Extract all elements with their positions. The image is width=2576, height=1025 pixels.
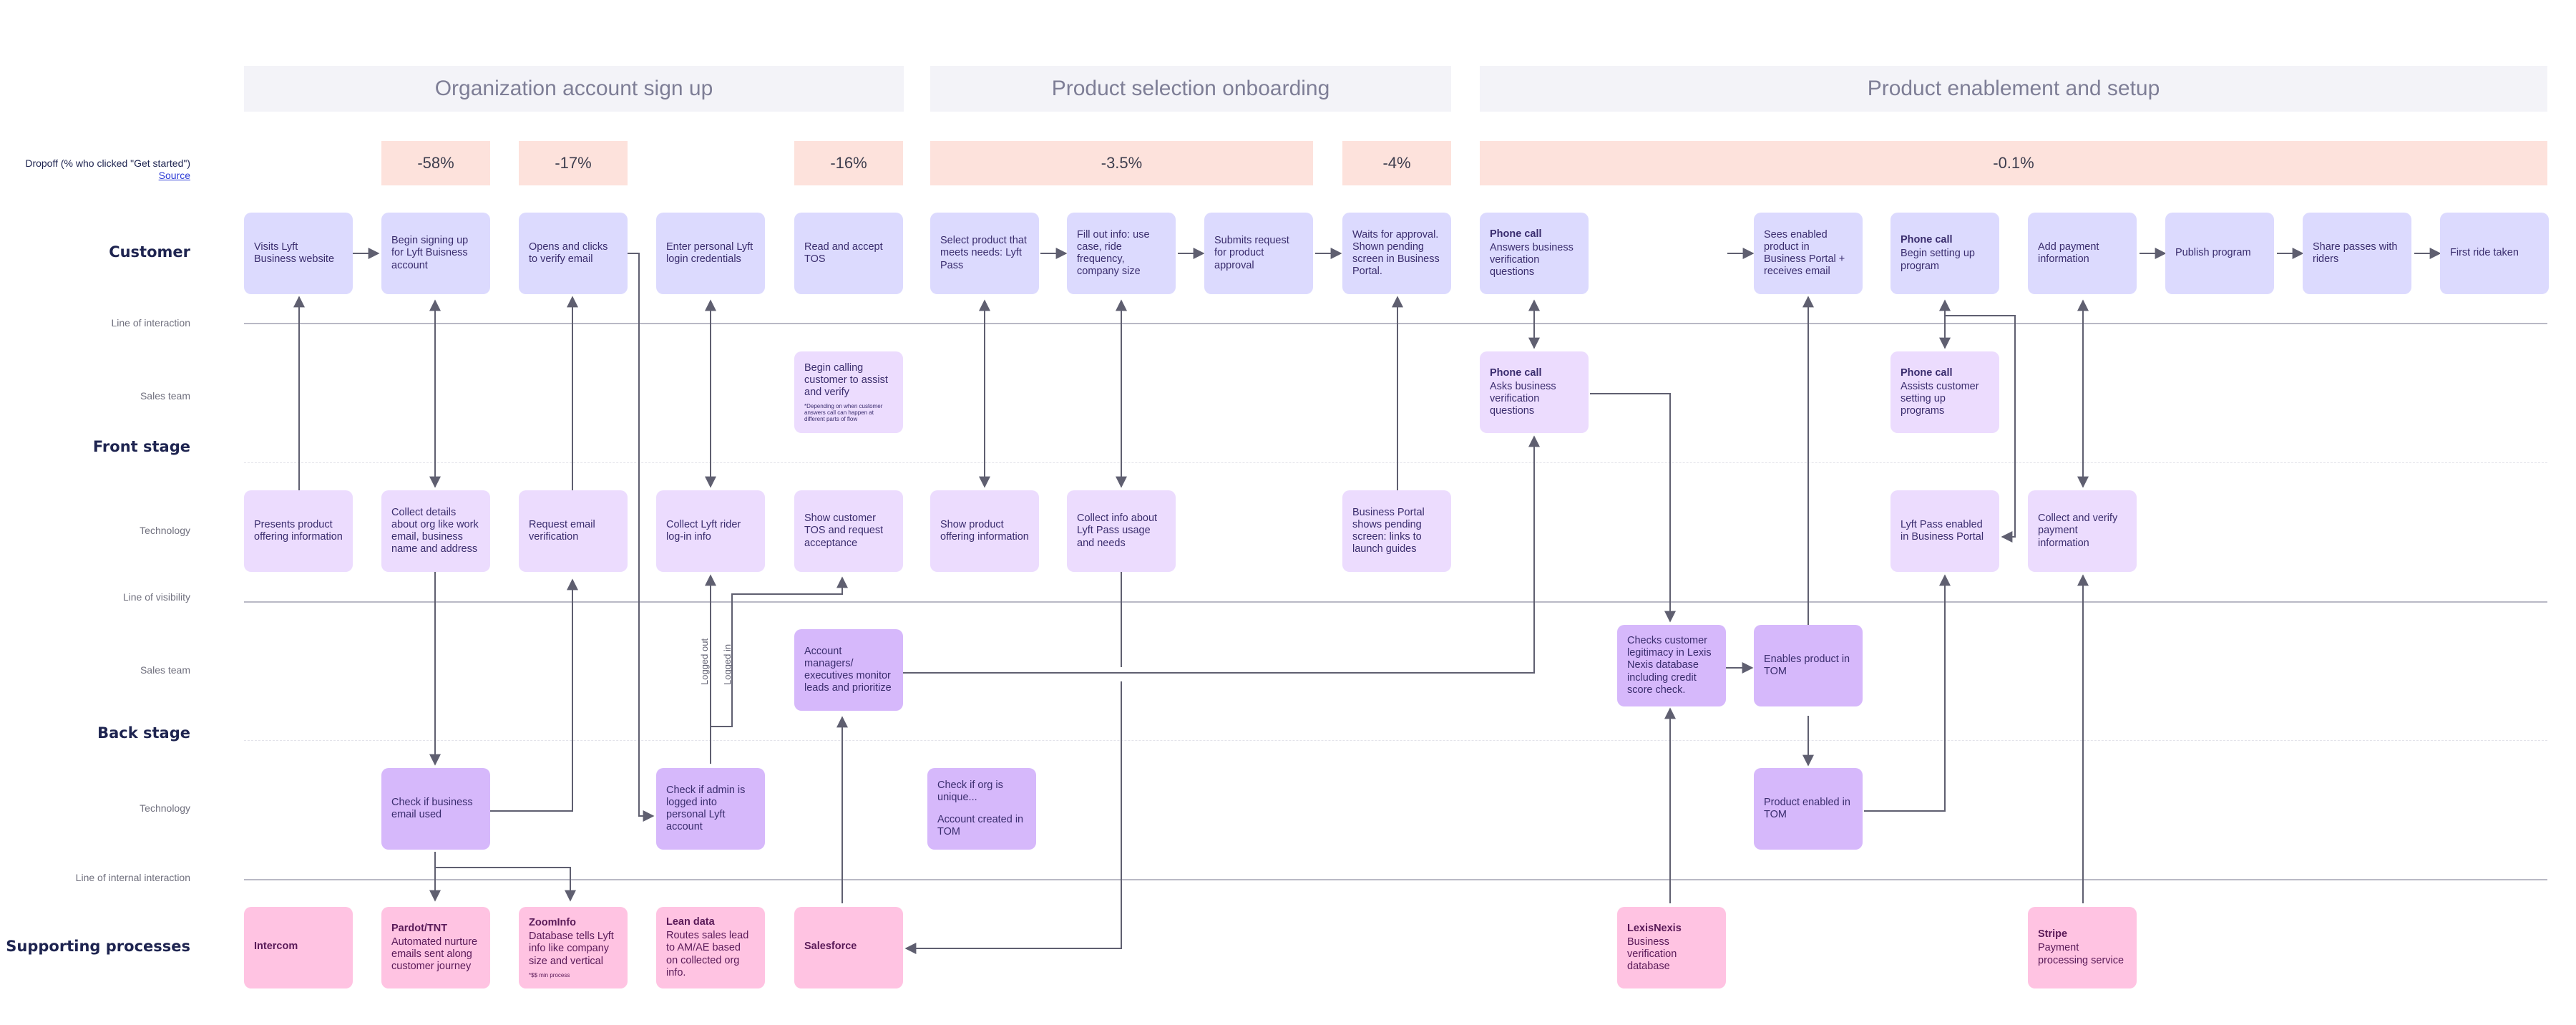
card-visits-website[interactable]: Visits Lyft Business website <box>244 213 353 294</box>
card-lyft-pass-enabled[interactable]: Lyft Pass enabled in Business Portal <box>1890 490 1999 572</box>
dropoff-label-text: Dropoff (% who clicked "Get started") <box>25 157 190 169</box>
card-lean-data[interactable]: Lean data Routes sales lead to AM/AE bas… <box>656 907 765 988</box>
logged-in-label: Logged in <box>722 643 733 685</box>
card-text: Asks business verification questions <box>1490 380 1556 417</box>
card-text: Check if org is unique... <box>937 779 1003 803</box>
card-checks-legitimacy[interactable]: Checks customer legitimacy in Lexis Nexi… <box>1617 625 1726 706</box>
card-presents-offering[interactable]: Presents product offering information <box>244 490 353 572</box>
dropoff-value: -16% <box>794 141 903 185</box>
line-label-visibility: Line of visibility <box>122 591 190 603</box>
dropoff-value: -3.5% <box>930 141 1313 185</box>
card-title: Phone call <box>1490 366 1542 379</box>
card-account-managers[interactable]: Account managers/ executives monitor lea… <box>794 629 903 711</box>
dropoff-label: Dropoff (% who clicked "Get started") So… <box>0 157 190 182</box>
card-read-tos[interactable]: Read and accept TOS <box>794 213 903 294</box>
card-title: Stripe <box>2038 928 2068 941</box>
card-check-org-unique[interactable]: Check if org is unique... Account create… <box>927 768 1036 850</box>
card-phone-call-asks[interactable]: Phone call Asks business verification qu… <box>1480 351 1589 433</box>
stage-divider <box>244 462 2547 463</box>
card-title: ZoomInfo <box>529 917 577 929</box>
card-title: Intercom <box>254 941 298 953</box>
line-of-visibility <box>244 601 2547 603</box>
card-text: Answers business verification questions <box>1490 241 1574 278</box>
card-show-tos[interactable]: Show customer TOS and request acceptance <box>794 490 903 572</box>
row-label-back-stage: Back stage <box>97 724 190 742</box>
dropoff-value: -0.1% <box>1480 141 2547 185</box>
card-show-product-offering[interactable]: Show product offering information <box>930 490 1039 572</box>
card-title: Phone call <box>1901 366 1953 379</box>
card-lexisnexis[interactable]: LexisNexis Business verification databas… <box>1617 907 1726 988</box>
card-title: Salesforce <box>804 941 857 953</box>
card-text: Begin calling customer to assist and ver… <box>804 361 888 398</box>
logged-out-label: Logged out <box>699 638 710 685</box>
card-check-admin-logged-in[interactable]: Check if admin is logged into personal L… <box>656 768 765 850</box>
card-publish-program[interactable]: Publish program <box>2165 213 2274 294</box>
row-label-sales-team-back: Sales team <box>140 664 190 676</box>
dropoff-value: -58% <box>381 141 490 185</box>
card-text: Routes sales lead to AM/AE based on coll… <box>666 930 749 978</box>
card-opens-verify-email[interactable]: Opens and clicks to verify email <box>519 213 628 294</box>
card-fill-out-info[interactable]: Fill out info: use case, ride frequency,… <box>1067 213 1176 294</box>
card-text: Automated nurture emails sent along cust… <box>391 936 478 973</box>
card-text-secondary: Account created in TOM <box>937 814 1024 838</box>
card-portal-pending[interactable]: Business Portal shows pending screen: li… <box>1342 490 1451 572</box>
card-enables-product-tom[interactable]: Enables product in TOM <box>1754 625 1863 706</box>
source-link[interactable]: Source <box>158 169 190 181</box>
card-note: *Depending on when customer answers call… <box>804 402 883 423</box>
phase-header-product-selection: Product selection onboarding <box>930 66 1451 112</box>
card-pardot[interactable]: Pardot/TNT Automated nurture emails sent… <box>381 907 490 988</box>
card-begin-signing-up[interactable]: Begin signing up for Lyft Buisness accou… <box>381 213 490 294</box>
card-first-ride[interactable]: First ride taken <box>2440 213 2549 294</box>
card-sees-enabled-product[interactable]: Sees enabled product in Business Portal … <box>1754 213 1863 294</box>
card-phone-call-assists[interactable]: Phone call Assists customer setting up p… <box>1890 351 1999 433</box>
card-title: Pardot/TNT <box>391 922 448 934</box>
card-submits-request[interactable]: Submits request for product approval <box>1204 213 1313 294</box>
card-add-payment[interactable]: Add payment information <box>2028 213 2137 294</box>
line-label-internal: Line of internal interaction <box>75 872 190 883</box>
card-phone-call-begin-setup[interactable]: Phone call Begin setting up program <box>1890 213 1999 294</box>
card-title: Lean data <box>666 916 715 928</box>
card-enter-credentials[interactable]: Enter personal Lyft login credentials <box>656 213 765 294</box>
line-label-interaction: Line of interaction <box>111 317 190 329</box>
card-collect-rider-login[interactable]: Collect Lyft rider log-in info <box>656 490 765 572</box>
line-of-internal-interaction <box>244 879 2547 880</box>
row-label-technology-back: Technology <box>140 802 190 814</box>
phase-header-product-enablement: Product enablement and setup <box>1480 66 2547 112</box>
card-text: Database tells Lyft info like company si… <box>529 931 614 967</box>
card-title: LexisNexis <box>1627 922 1682 934</box>
card-title: Phone call <box>1901 234 1953 246</box>
card-text: Begin setting up program <box>1901 248 1975 272</box>
card-text: Assists customer setting up programs <box>1901 380 1979 417</box>
card-zoominfo[interactable]: ZoomInfo Database tells Lyft info like c… <box>519 907 628 988</box>
dropoff-value: -4% <box>1342 141 1451 185</box>
row-label-front-stage: Front stage <box>92 438 190 455</box>
dropoff-value: -17% <box>519 141 628 185</box>
card-intercom[interactable]: Intercom <box>244 907 353 988</box>
card-phone-call-answers[interactable]: Phone call Answers business verification… <box>1480 213 1589 294</box>
stage-divider <box>244 740 2547 741</box>
row-label-technology: Technology <box>140 525 190 536</box>
card-salesforce[interactable]: Salesforce <box>794 907 903 988</box>
card-begin-calling[interactable]: Begin calling customer to assist and ver… <box>794 351 903 433</box>
card-collect-verify-payment[interactable]: Collect and verify payment information <box>2028 490 2137 572</box>
row-label-sales-team: Sales team <box>140 390 190 402</box>
card-waits-approval[interactable]: Waits for approval. Shown pending screen… <box>1342 213 1451 294</box>
card-check-business-email[interactable]: Check if business email used <box>381 768 490 850</box>
card-collect-pass-usage[interactable]: Collect info about Lyft Pass usage and n… <box>1067 490 1176 572</box>
phase-header-org-signup: Organization account sign up <box>244 66 904 112</box>
card-text: Business verification database <box>1627 936 1677 973</box>
card-select-product[interactable]: Select product that meets needs: Lyft Pa… <box>930 213 1039 294</box>
row-label-supporting: Supporting processes <box>6 938 190 955</box>
card-share-passes[interactable]: Share passes with riders <box>2303 213 2411 294</box>
row-label-customer: Customer <box>109 243 190 261</box>
line-of-interaction <box>244 323 2547 324</box>
card-note: *$$ min process <box>529 971 570 978</box>
card-text: Payment processing service <box>2038 942 2124 966</box>
card-request-email-verification[interactable]: Request email verification <box>519 490 628 572</box>
card-collect-org-details[interactable]: Collect details about org like work emai… <box>381 490 490 572</box>
card-title: Phone call <box>1490 228 1542 240</box>
card-stripe[interactable]: Stripe Payment processing service <box>2028 907 2137 988</box>
card-product-enabled-tom[interactable]: Product enabled in TOM <box>1754 768 1863 850</box>
